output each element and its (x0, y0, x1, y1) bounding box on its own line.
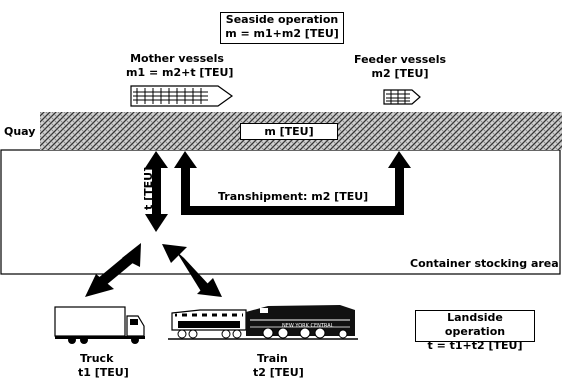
transhipment-label: Transhipment: m2 [TEU] (218, 190, 369, 203)
t-label: t [TEU] (142, 166, 155, 210)
train-transfer-arrow (162, 244, 222, 297)
mother-vessel-icon (130, 85, 234, 107)
seaside-operation-title: Seaside operation (225, 13, 339, 26)
feeder-vessel-icon (383, 89, 421, 105)
train-car-lettering: NEW YORK CENTRAL (282, 323, 334, 329)
truck-icon (54, 306, 145, 344)
mother-vessels-formula: m1 = m2+t [TEU] (126, 66, 234, 79)
landside-operation-title: Landside operation (444, 311, 506, 338)
quay-volume-label: m [TEU] (264, 125, 314, 138)
transhipment-arrow (174, 151, 411, 215)
quay-label: Quay (4, 125, 36, 138)
mother-vessels-title: Mother vessels (130, 52, 224, 65)
feeder-vessels-formula: m2 [TEU] (371, 67, 429, 80)
train-formula: t2 [TEU] (253, 366, 304, 379)
train-title: Train (257, 352, 288, 365)
landside-operation-formula: t = t1+t2 [TEU] (427, 339, 523, 352)
t-transfer-arrow (145, 151, 168, 232)
truck-formula: t1 [TEU] (78, 366, 129, 379)
seaside-operation-formula: m = m1+m2 [TEU] (225, 27, 339, 40)
seaside-operation-box: Seaside operation m = m1+m2 [TEU] (220, 12, 344, 44)
truck-transfer-arrow (85, 243, 141, 297)
feeder-vessels-title: Feeder vessels (354, 53, 447, 66)
landside-operation-box: Landside operation t = t1+t2 [TEU] (415, 310, 535, 352)
truck-title: Truck (80, 352, 114, 365)
train-icon (168, 305, 358, 340)
quay-volume-box: m [TEU] (240, 123, 338, 140)
container-stocking-area-label: Container stocking area (410, 257, 559, 270)
